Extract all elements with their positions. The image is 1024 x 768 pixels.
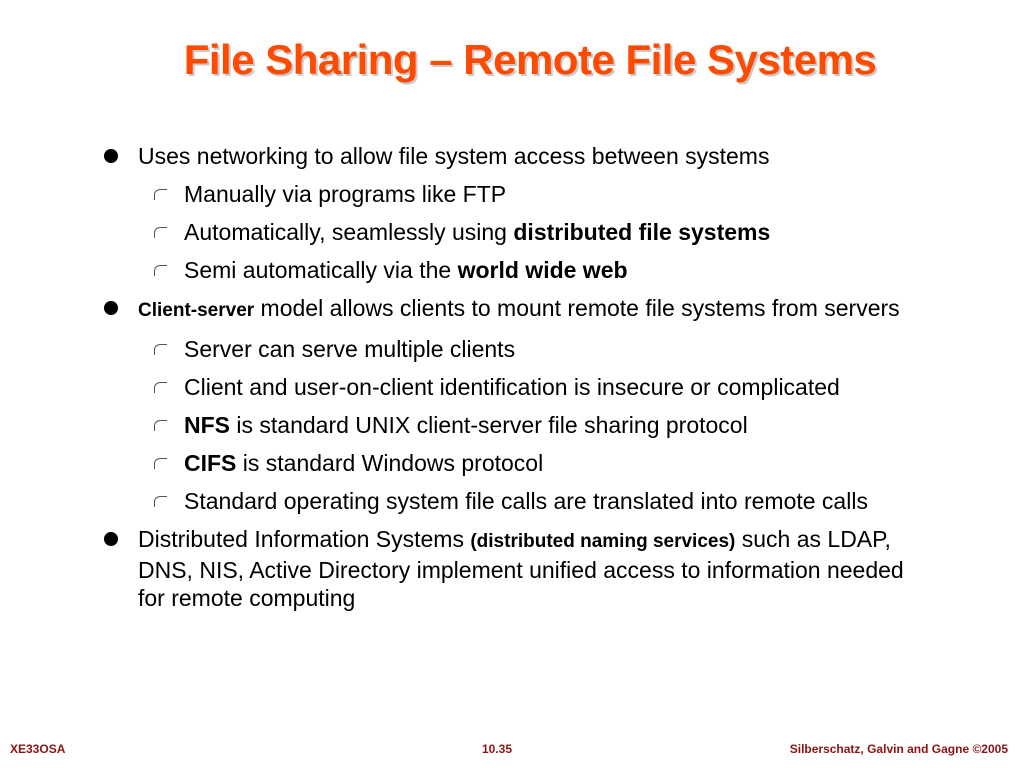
sub-bullet-emphasis: NFS bbox=[184, 412, 230, 438]
bullet-text: such as LDAP, DNS, NIS, Active Directory… bbox=[138, 526, 904, 611]
sub-bullet-www: Semi automatically via the world wide we… bbox=[104, 256, 904, 284]
bullet-dot-icon bbox=[104, 532, 118, 546]
bullet-client-server: Client-server model allows clients to mo… bbox=[104, 294, 904, 325]
bullet-emphasis: Client-server bbox=[138, 300, 255, 321]
sub-bullet-identification: Client and user-on-client identification… bbox=[104, 373, 904, 401]
sub-bullet-icon bbox=[154, 227, 167, 238]
sub-bullet-text: is standard UNIX client-server file shar… bbox=[230, 412, 748, 438]
sub-bullet-text: Server can serve multiple clients bbox=[184, 336, 516, 362]
sub-bullet-nfs: NFS is standard UNIX client-server file … bbox=[104, 411, 904, 439]
sub-bullet-text: Standard operating system file calls are… bbox=[184, 488, 868, 514]
slide-content: Uses networking to allow file system acc… bbox=[104, 142, 904, 622]
sub-bullet-cifs: CIFS is standard Windows protocol bbox=[104, 449, 904, 477]
sub-bullet-emphasis: world wide web bbox=[457, 257, 628, 283]
sub-bullet-text: Manually via programs like FTP bbox=[184, 181, 507, 207]
bullet-dot-icon bbox=[104, 301, 118, 315]
sub-bullet-emphasis: distributed file systems bbox=[513, 219, 771, 245]
sub-bullet-multiple-clients: Server can serve multiple clients bbox=[104, 335, 904, 363]
footer-copyright: Silberschatz, Galvin and Gagne ©2005 bbox=[789, 742, 1008, 756]
sub-bullet-icon bbox=[154, 344, 167, 355]
bullet-dot-icon bbox=[104, 149, 118, 163]
sub-bullet-file-calls: Standard operating system file calls are… bbox=[104, 487, 904, 515]
sub-bullet-icon bbox=[154, 420, 167, 431]
bullet-distributed-info: Distributed Information Systems (distrib… bbox=[104, 525, 904, 612]
sub-bullet-icon bbox=[154, 458, 167, 469]
slide-title: File Sharing – Remote File Systems bbox=[183, 36, 877, 83]
sub-bullet-icon bbox=[154, 496, 167, 507]
sub-bullet-ftp: Manually via programs like FTP bbox=[104, 180, 904, 208]
bullet-text: Uses networking to allow file system acc… bbox=[138, 143, 770, 169]
sub-bullet-dfs: Automatically, seamlessly using distribu… bbox=[104, 218, 904, 246]
footer-course-code: XE33OSA bbox=[10, 742, 66, 756]
sub-bullet-emphasis: CIFS bbox=[184, 450, 237, 476]
bullet-text: Distributed Information Systems bbox=[138, 526, 471, 552]
sub-bullet-text: Client and user-on-client identification… bbox=[184, 374, 840, 400]
bullet-text: model allows clients to mount remote fil… bbox=[254, 295, 900, 321]
sub-bullet-icon bbox=[154, 189, 167, 200]
sub-bullet-icon bbox=[154, 265, 167, 276]
bullet-emphasis: (distributed naming services) bbox=[470, 531, 736, 552]
sub-bullet-text: is standard Windows protocol bbox=[236, 450, 544, 476]
bullet-networking: Uses networking to allow file system acc… bbox=[104, 142, 904, 170]
sub-bullet-text: Semi automatically via the bbox=[184, 257, 458, 283]
footer-slide-number: 10.35 bbox=[482, 742, 513, 756]
sub-bullet-text: Automatically, seamlessly using bbox=[184, 219, 514, 245]
sub-bullet-icon bbox=[154, 382, 167, 393]
